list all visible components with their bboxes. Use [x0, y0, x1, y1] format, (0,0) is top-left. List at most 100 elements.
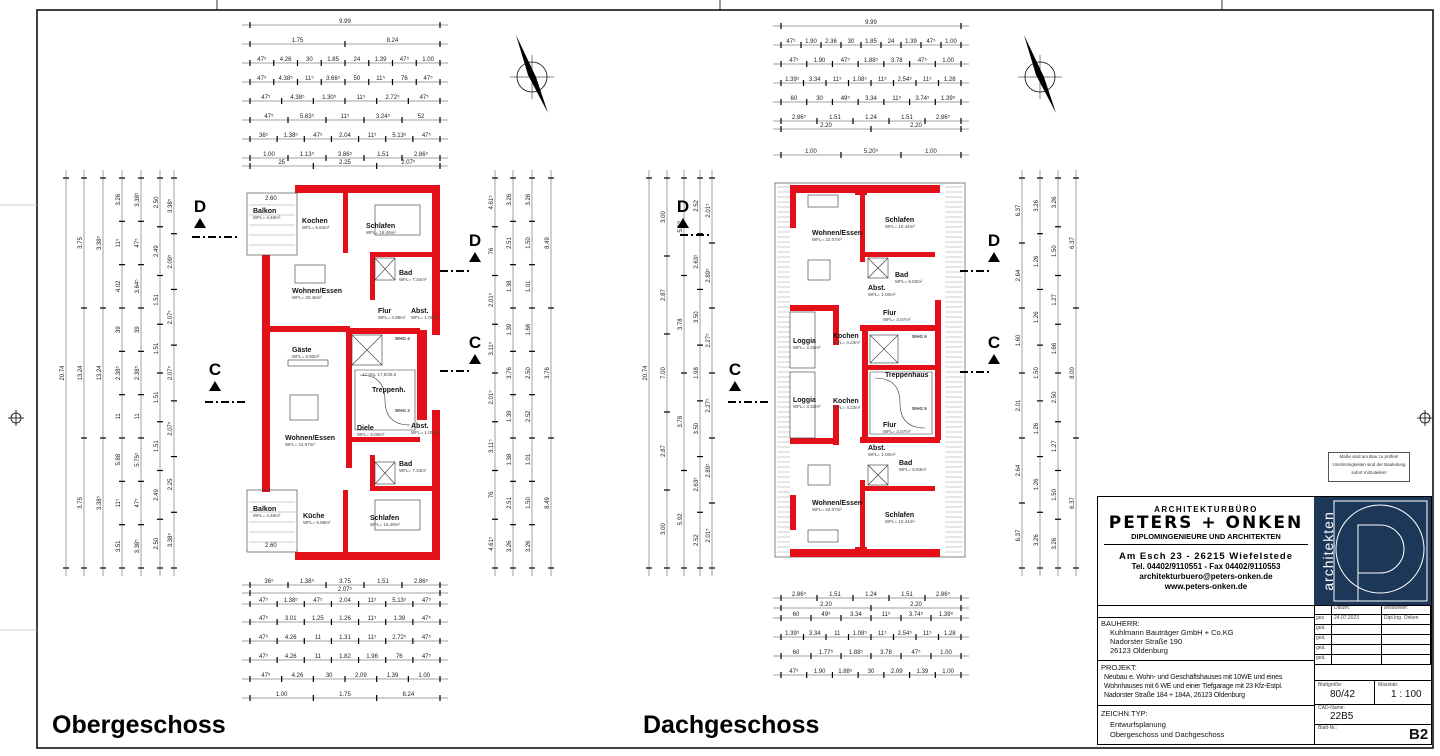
firm-subtitle: Diplomingenieure und Architekten [1104, 532, 1308, 545]
dimension-label: 1.00 [276, 692, 288, 698]
dimension-label: 3.38⁵ [134, 539, 141, 554]
dimension-label: 1.50 [526, 497, 532, 509]
dimension-label: 3.50 [694, 422, 700, 434]
dimension-label: 1.77⁵ [819, 649, 834, 656]
dimension-label: 3.38⁵ [167, 533, 174, 548]
section-letter: C [988, 333, 1000, 352]
north-arrow-icon [510, 35, 554, 113]
dimension-label: 2.89⁵ [705, 268, 712, 283]
rev-row-label: geä. [1314, 645, 1332, 655]
section-arrow-icon [194, 218, 206, 228]
section-arrow-icon [729, 381, 741, 391]
dimension-label: 3.26 [1034, 534, 1040, 546]
dimension-label: 2.50 [526, 367, 532, 379]
dimension-label: 2.07⁵ [167, 310, 174, 325]
dimension-label: 49⁵ [841, 95, 851, 102]
dimension-label: 1.38⁵ [284, 597, 299, 604]
dimension-label: 1.39 [387, 673, 399, 679]
dimension-check-note: Maße sind am Bau zu prüfen! Unstimmigkei… [1328, 452, 1410, 482]
dimension-label: 1.26 [1034, 255, 1040, 267]
dimension-label: 3.38⁵ [134, 192, 141, 207]
dimension-label: 1.39 [507, 410, 513, 422]
dimension-label: 3.74⁵ [915, 95, 930, 102]
room-area: WFL= 6.83m² [899, 467, 927, 472]
dimension-label: 76 [489, 491, 495, 498]
dimension-label: 3.26 [116, 193, 122, 205]
dimension-label: 2.01⁵ [488, 292, 495, 307]
dimension-chain: 9.99 [773, 20, 969, 29]
dimension-label: 1.90 [814, 669, 826, 675]
dimension-label: 2.01 [1016, 399, 1022, 411]
dimension-label: 1.51 [377, 579, 389, 585]
dimension-label: 1.51 [829, 115, 841, 121]
dimension-label: 3.38⁵ [167, 198, 174, 213]
dimension-label: 1.96 [366, 654, 378, 660]
dimension-label: 11 [135, 413, 141, 420]
section-letter: D [469, 231, 481, 250]
dimension-label: 1.88⁵ [838, 668, 853, 675]
dimension-label: 1.50 [1034, 367, 1040, 379]
room-label: Gäste [292, 347, 312, 354]
dimension-label: 3.74⁵ [909, 611, 924, 618]
section-marker: D [440, 231, 481, 272]
dimension-label: 3.01 [285, 616, 297, 622]
dimension-label: 1.30⁵ [322, 94, 337, 101]
room-label: Bad [899, 460, 912, 467]
room-area: WFL= 6.99m² [303, 520, 331, 525]
unit-label: WHG 5 [912, 406, 927, 411]
dimension-label: 1.85 [865, 39, 877, 45]
dimension-label: 60 [793, 650, 800, 656]
dimension-label: 1.39 [905, 39, 917, 45]
dimension-label: 11⁵ [305, 75, 314, 82]
firm-header: Architekturbüro Peters + Onken Diploming… [1098, 497, 1314, 605]
dimension-label: 3.75 [78, 237, 84, 249]
dimension-label: 1.66 [526, 323, 532, 335]
dimension-label: 2.50 [154, 537, 160, 549]
dimension-label: 2.20 [820, 602, 832, 608]
dimension-label: 5.92 [678, 513, 684, 525]
bauherr-line: Kuhlmann Bauträger GmbH + Co.KG [1110, 628, 1234, 637]
dimension-label: 1.39⁵ [939, 611, 954, 618]
dimension-label: 5.88 [116, 453, 122, 465]
unit-label: WHG 6 [912, 334, 927, 339]
dimension-label: 3.66⁵ [326, 75, 341, 82]
dimension-label: 11⁵ [878, 76, 887, 83]
dimension-label: 11⁵ [878, 630, 887, 637]
dimension-chain: 3.002.877.002.873.00 [661, 170, 670, 576]
dimension-label: 47⁵ [257, 75, 267, 82]
dimension-label: 47⁵ [259, 597, 269, 604]
room-area: WFL= 6.83m² [895, 279, 923, 284]
dimension-label: 13.24 [78, 365, 84, 381]
cad-value: 22B5 [1330, 711, 1354, 722]
rev-row-bearbeiter [1382, 635, 1431, 645]
plan-title-obergeschoss: Obergeschoss [52, 711, 226, 739]
dimension-label: 1.24 [865, 115, 877, 121]
section-marker: D [192, 197, 240, 238]
dimension-label: 4.26 [285, 635, 297, 641]
dimension-label: 2.04 [339, 133, 351, 139]
dimension-label: 3.26 [507, 193, 513, 205]
rev-row-datum [1332, 625, 1382, 635]
room-area: WFL= 4.07m² [883, 317, 911, 322]
room-label: Schlafen [885, 512, 914, 519]
room-label: Schlafen [366, 223, 395, 230]
dimension-label: 1.90 [805, 39, 817, 45]
room-area: WFL= 1.00m² [411, 315, 439, 320]
room-label: Kochen [833, 333, 859, 340]
dimension-chain: 6.378.006.37 [1070, 170, 1079, 576]
dimension-label: 1.51 [377, 152, 389, 158]
rev-row-datum [1332, 635, 1382, 645]
dimension-label: 1.75 [292, 38, 304, 44]
dimension-label: 3.00 [661, 211, 667, 223]
rev-header-blank [1314, 605, 1332, 615]
